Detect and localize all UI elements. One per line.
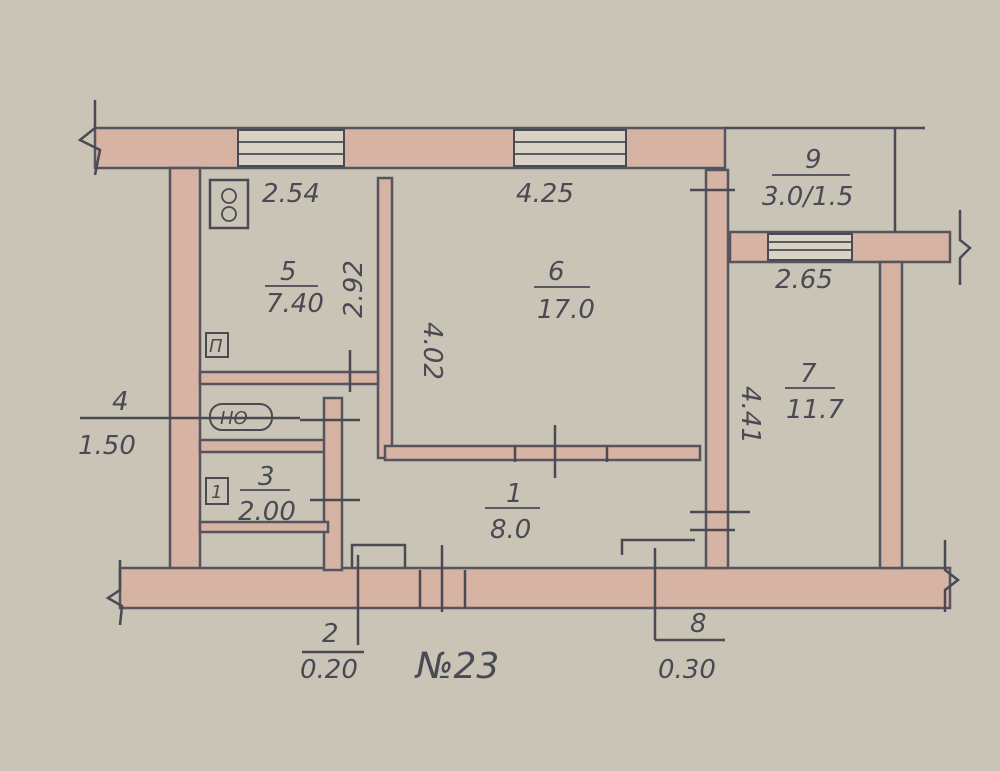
partition-3-2 bbox=[198, 520, 330, 534]
room-6-label: 6 17.0 bbox=[534, 257, 595, 325]
window-room7 bbox=[767, 233, 853, 261]
partition-5-4 bbox=[198, 370, 380, 386]
dim-room6-width: 4.25 bbox=[516, 179, 574, 209]
room-9-label: 9 3.0/1.5 bbox=[762, 145, 853, 212]
svg-text:1: 1 bbox=[506, 479, 523, 509]
svg-text:0.20: 0.20 bbox=[300, 655, 358, 685]
stove-icon bbox=[208, 178, 250, 230]
partition-4-3 bbox=[198, 438, 330, 454]
partition-7-right bbox=[878, 260, 904, 570]
room-2-label: 2 0.20 bbox=[300, 619, 358, 685]
svg-text:2.00: 2.00 bbox=[238, 497, 296, 527]
dim-room7-width: 2.65 bbox=[775, 265, 833, 295]
bathtub-icon: НО bbox=[209, 403, 273, 431]
dim-room5-width: 2.54 bbox=[262, 179, 320, 209]
svg-text:7: 7 bbox=[800, 359, 817, 389]
window-room5 bbox=[237, 129, 345, 167]
svg-text:9: 9 bbox=[805, 145, 822, 175]
svg-text:4: 4 bbox=[112, 387, 129, 417]
room-5-label: 5 7.40 bbox=[265, 257, 324, 319]
drafting-lines bbox=[77, 100, 972, 654]
walls bbox=[93, 126, 952, 610]
top-wall bbox=[93, 126, 727, 170]
svg-text:0.30: 0.30 bbox=[658, 655, 716, 685]
bottom-wall bbox=[118, 566, 952, 610]
svg-text:НО: НО bbox=[220, 408, 248, 429]
svg-text:3.0/1.5: 3.0/1.5 bbox=[762, 182, 853, 212]
svg-text:П: П bbox=[209, 336, 223, 357]
svg-text:11.7: 11.7 bbox=[786, 395, 844, 425]
svg-text:17.0: 17.0 bbox=[537, 295, 595, 325]
svg-text:8.0: 8.0 bbox=[490, 515, 531, 545]
svg-text:1: 1 bbox=[211, 482, 222, 503]
dim-room6-depth: 4.02 bbox=[417, 322, 447, 380]
room-7-label: 7 11.7 bbox=[785, 359, 844, 425]
partition-6-7 bbox=[704, 168, 730, 570]
room-3-label: 3 2.00 bbox=[238, 462, 296, 527]
svg-text:2: 2 bbox=[322, 619, 339, 649]
svg-text:7.40: 7.40 bbox=[266, 289, 324, 319]
svg-text:1.50: 1.50 bbox=[78, 431, 136, 461]
left-wall bbox=[168, 166, 202, 580]
room-4-label: 4 1.50 bbox=[78, 387, 136, 461]
windows bbox=[237, 129, 853, 261]
room-labels: 5 7.40 6 17.0 7 11.7 1 8.0 3 2.00 4 1.50 bbox=[78, 145, 853, 685]
dimension-labels: 2.54 4.25 2.65 2.92 4.02 4.41 bbox=[262, 179, 833, 444]
dim-room7-depth: 4.41 bbox=[735, 386, 765, 444]
partition-5-6 bbox=[376, 176, 394, 460]
sink-icon: П bbox=[205, 332, 229, 358]
svg-text:8: 8 bbox=[690, 609, 707, 639]
svg-text:6: 6 bbox=[548, 257, 565, 287]
room-8-label: 8 0.30 bbox=[658, 609, 716, 685]
fixtures: П НО 1 bbox=[205, 178, 273, 505]
toilet-icon: 1 bbox=[205, 477, 229, 505]
svg-text:5: 5 bbox=[280, 257, 297, 287]
svg-text:3: 3 bbox=[258, 462, 275, 492]
window-room6 bbox=[513, 129, 627, 167]
partition-6-1 bbox=[383, 444, 702, 462]
partition-bath-corridor bbox=[322, 396, 344, 572]
room-1-label: 1 8.0 bbox=[485, 479, 540, 545]
plan-number: №23 bbox=[414, 646, 499, 687]
dim-room5-depth: 2.92 bbox=[339, 260, 369, 318]
